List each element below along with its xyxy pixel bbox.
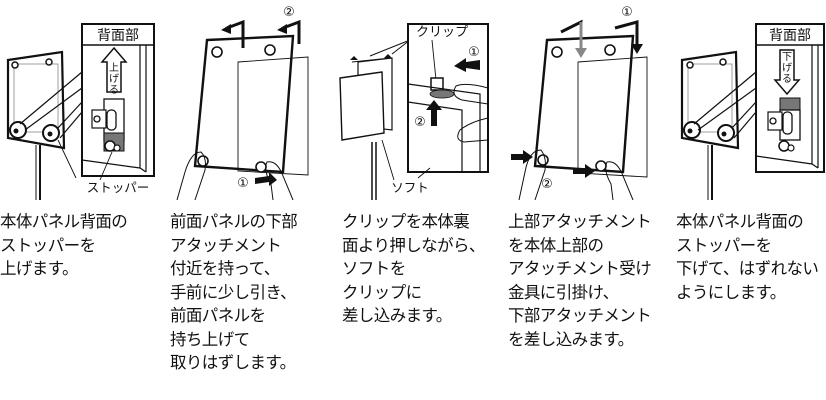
step-number-1: ① <box>621 5 633 20</box>
caption-line: ストッパーを <box>676 235 772 255</box>
caption-line: 上部アタッチメント <box>508 212 652 231</box>
figure-step-1: 背面部 ストッパー 上げる <box>0 0 165 200</box>
left-hand <box>518 149 546 200</box>
caption-line: 上げます。 <box>0 259 78 278</box>
step-number-1: ① <box>237 176 249 191</box>
detail-box <box>407 23 489 173</box>
caption-line: アタッチメント受け <box>508 259 652 278</box>
hand <box>453 83 489 143</box>
caption-line: 手前に少し引き、 <box>170 282 297 302</box>
illustration-front-panel-attach: ① ② <box>511 5 648 200</box>
caption-step-3: クリップを本体裏 面より押しながら、 ソフトを クリップに 差し込みます。 <box>342 210 485 328</box>
step-number-1: ① <box>468 45 480 60</box>
down-arrow-icon <box>773 49 801 96</box>
caption-line: 本体パネル背面の <box>676 212 804 231</box>
figure-step-4: ① ② <box>495 0 660 200</box>
arrow-label: 上げる <box>109 63 119 96</box>
caption-line: 金具に引掛け、 <box>508 282 619 302</box>
step-number-2: ② <box>283 5 295 20</box>
illustration-stopper-raise: 背面部 ストッパー <box>6 23 155 200</box>
caption-line: 差し込みます。 <box>342 306 452 325</box>
soft-label: ソフト <box>391 180 429 195</box>
caption-line: ストッパーを <box>0 235 96 255</box>
caption-line: を本体上部の <box>508 235 604 255</box>
caption-line: 前面パネルの下部 <box>170 212 298 231</box>
front-panel <box>193 34 295 174</box>
figure-step-2: ② ① <box>165 0 330 200</box>
illustration-soft-clip: クリップ ① ② ソフト <box>339 23 489 200</box>
caption-line: クリップを本体裏 <box>342 212 470 231</box>
caption-line: 下げて、はずれない <box>676 259 819 278</box>
up-arrow-icon <box>100 46 128 93</box>
figure-step-5: 背面部 下げる <box>660 0 826 200</box>
arrow-label: 下げる <box>782 52 792 85</box>
caption-line: ようにします。 <box>676 282 786 302</box>
left-hand <box>176 151 206 200</box>
rear-label: 背面部 <box>97 28 139 44</box>
rear-label: 背面部 <box>769 28 811 44</box>
illustration-stopper-lower: 背面部 <box>680 23 825 200</box>
caption-line: 下部アタッチメント <box>508 306 652 325</box>
caption-line: 面より押しながら、 <box>342 235 485 255</box>
caption-line: クリップに <box>342 282 422 302</box>
front-panel <box>533 34 635 174</box>
caption-step-5: 本体パネル背面の ストッパーを 下げて、はずれない ようにします。 <box>676 210 819 304</box>
illustration-front-panel-removal: ② ① <box>176 5 309 200</box>
caption-step-4: 上部アタッチメント を本体上部の アタッチメント受け 金具に引掛け、 下部アタッ… <box>508 210 652 351</box>
right-hand <box>265 161 294 200</box>
caption-line: アタッチメント <box>170 235 282 255</box>
right-hand <box>605 161 634 200</box>
caption-line: 付近を持って、 <box>170 259 280 278</box>
step-number-2: ② <box>541 177 553 192</box>
caption-line: 取りはずします。 <box>170 353 296 372</box>
step-number-2: ② <box>414 115 426 130</box>
caption-step-1: 本体パネル背面の ストッパーを 上げます。 <box>0 210 128 281</box>
caption-line: 前面パネルを <box>170 306 266 325</box>
caption-line: ソフトを <box>342 259 406 278</box>
caption-step-2: 前面パネルの下部 アタッチメント 付近を持って、 手前に少し引き、 前面パネルを… <box>170 210 298 375</box>
stopper-label: ストッパー <box>87 180 150 195</box>
figure-step-3: クリップ ① ② ソフト <box>330 0 495 200</box>
clip-label: クリップ <box>416 25 468 40</box>
caption-line: を差し込みます。 <box>508 329 634 349</box>
caption-line: 本体パネル背面の <box>0 212 128 231</box>
caption-line: 持ち上げて <box>170 329 250 349</box>
